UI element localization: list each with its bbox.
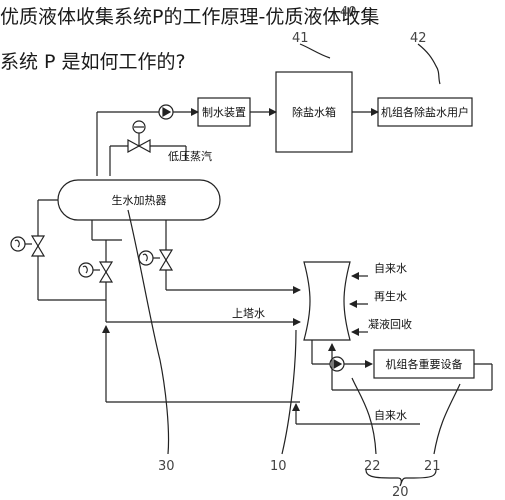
callout-41: 41: [292, 31, 309, 46]
callout-21: 21: [424, 459, 441, 474]
cooling-tower-shape: [303, 261, 351, 341]
water-unit-box-shape: [197, 97, 251, 127]
solenoid-valve-icon: [78, 261, 114, 283]
left-bypass-pipe: [37, 199, 106, 301]
callout-line-22: [351, 377, 377, 455]
callout-30: 30: [158, 459, 175, 474]
callout-10: 10: [270, 459, 287, 474]
callout-42: 42: [410, 31, 427, 46]
callout-brace-20: [365, 469, 437, 487]
desalt-users-box: 机组各除盐水用户: [381, 105, 469, 119]
pump-icon: [329, 356, 345, 372]
control-valve-icon: [127, 120, 151, 154]
callout-line-42: [417, 43, 441, 85]
page-title-line-1: 优质液体收集系统P的工作原理-优质液体收集: [0, 6, 380, 28]
pipe-top-row: [96, 108, 379, 176]
tower-outlet-pipe: [311, 340, 373, 368]
heater-outlets: [91, 220, 301, 294]
steam-line: [109, 145, 187, 176]
desalt-tank-box-shape: [275, 71, 353, 153]
to-tower-label: 上塔水: [232, 307, 265, 320]
callout-22: 22: [364, 459, 381, 474]
callout-line-21: [433, 383, 461, 455]
page-title-line-2: 系统 P 是如何工作的?: [0, 51, 186, 73]
recycled-water-label: 再生水: [374, 289, 407, 303]
callout-40: 40: [340, 5, 357, 20]
low-pressure-steam-label: 低压蒸汽: [168, 149, 212, 163]
tap-water-label-1: 自来水: [374, 262, 407, 275]
solenoid-valve-icon: [10, 235, 46, 257]
heater-label: 生水加热器: [112, 193, 167, 207]
equipment-box: 机组各重要设备: [386, 357, 463, 371]
equipment-return-pipe: [328, 343, 493, 391]
callout-line-10: [281, 329, 297, 455]
desalt-tank-box: 除盐水箱: [292, 105, 336, 119]
callout-line-41: [299, 43, 331, 59]
callout-20: 20: [392, 485, 409, 500]
water-unit-box: 制水装置: [202, 106, 246, 119]
condensate-label: 凝液回收: [368, 317, 412, 331]
heater-vessel-shape: [57, 179, 221, 221]
desalt-users-box-shape: [377, 97, 473, 127]
solenoid-valve-icon: [138, 249, 174, 271]
tap-water-label-2: 自来水: [374, 409, 407, 422]
callout-line-30: [127, 209, 170, 455]
pump-icon: [158, 104, 174, 120]
